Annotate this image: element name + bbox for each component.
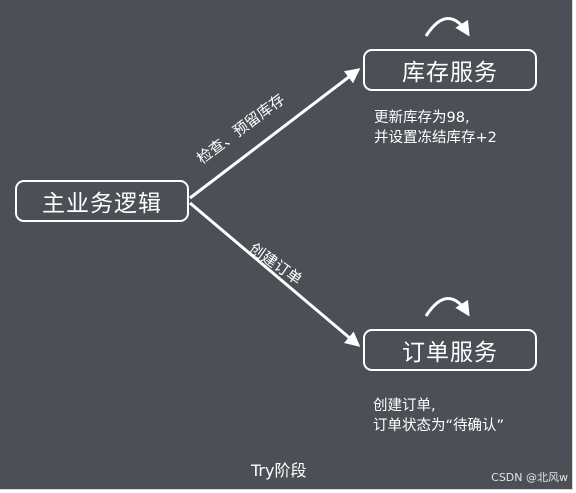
main-business-logic-node: 主业务逻辑	[15, 180, 189, 222]
inventory-note: 更新库存为98, 并设置冻结库存+2	[374, 110, 497, 146]
self-loop-order-icon	[424, 297, 470, 317]
order-note: 创建订单, 订单状态为“待确认”	[373, 398, 505, 434]
inventory-service-node: 库存服务	[363, 49, 537, 91]
phase-caption: Try阶段	[251, 461, 307, 480]
order-service-node: 订单服务	[363, 329, 537, 371]
self-loop-inventory-icon	[424, 17, 470, 37]
watermark: CSDN @北风w	[491, 471, 568, 484]
arrow-main-to-inventory	[189, 68, 361, 200]
arrow-main-to-order	[189, 201, 361, 347]
